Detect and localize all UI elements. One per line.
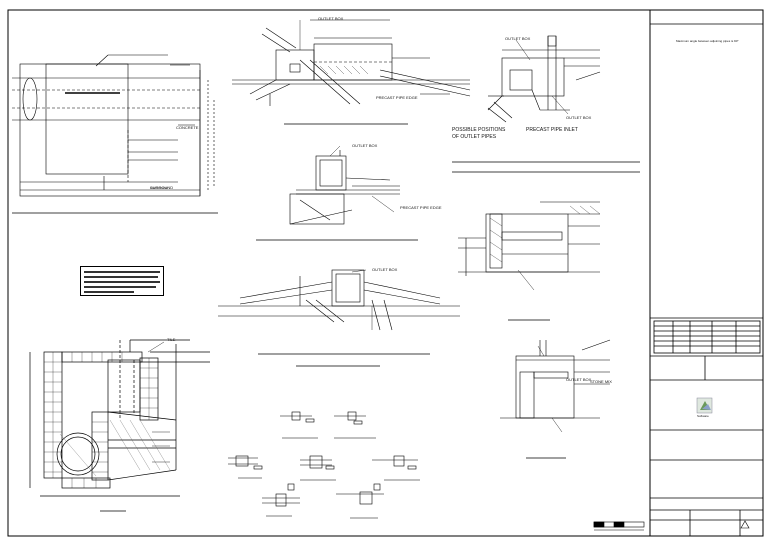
detail-2 bbox=[334, 411, 376, 439]
label-precast-pipe-edge: PRECAST PIPE EDGE bbox=[400, 205, 442, 210]
leader-lines bbox=[147, 20, 569, 463]
outlet-details bbox=[228, 411, 420, 519]
spec-lines bbox=[452, 161, 640, 173]
detail-5 bbox=[372, 455, 420, 481]
label-outlet-box: OUTLET BOX bbox=[566, 115, 592, 120]
detail-1 bbox=[280, 411, 318, 439]
label-concrete: CONCRETE bbox=[176, 125, 199, 130]
detail-4 bbox=[300, 455, 336, 481]
note-line bbox=[84, 281, 160, 283]
note-line bbox=[84, 271, 160, 273]
logo-caption: Software bbox=[697, 414, 709, 418]
note-line bbox=[84, 286, 156, 288]
detail-3 bbox=[228, 455, 263, 479]
label-outlet-box: OUTLET BOX bbox=[505, 36, 531, 41]
section-top-hatch bbox=[319, 65, 369, 75]
cross-section-pipe bbox=[29, 339, 210, 497]
label-precast-pipe-edge: PRECAST PIPE EDGE bbox=[376, 95, 418, 100]
label-outlet-box: OUTLET BOX bbox=[566, 377, 592, 382]
revision-triangle-icon bbox=[740, 520, 750, 529]
section-lower-right bbox=[500, 339, 611, 419]
label-tile: TILE bbox=[167, 337, 176, 342]
stone-mix-hatch bbox=[59, 419, 171, 477]
scale-bar bbox=[593, 521, 645, 531]
note-line bbox=[84, 276, 158, 278]
note-line bbox=[84, 291, 134, 293]
software-logo bbox=[696, 397, 713, 414]
label-outlet-box: OUTLET BOX bbox=[372, 267, 398, 272]
label-stone-mix: STONE MIX bbox=[590, 379, 612, 384]
sheet-border bbox=[7, 9, 764, 537]
section-right-hatch bbox=[489, 205, 601, 263]
precast-pipe-inlet-view bbox=[487, 35, 601, 123]
brickwork-hatch bbox=[44, 352, 158, 488]
title-block-note: Maximum angle between adjoining pipes is… bbox=[676, 39, 739, 43]
plan-view-pipe bbox=[12, 54, 215, 197]
section-right bbox=[458, 201, 600, 276]
label-outlet-box: OUTLET BOX bbox=[352, 143, 378, 148]
detail-6 bbox=[262, 483, 300, 517]
label-outlet-box: OUTLET BOX bbox=[318, 16, 344, 21]
section-central bbox=[218, 269, 460, 331]
detail-7 bbox=[336, 483, 384, 519]
title-block bbox=[650, 23, 763, 536]
section-middle bbox=[289, 150, 400, 225]
general-notes-box bbox=[80, 266, 164, 296]
label-surround: SURROUND bbox=[150, 185, 174, 190]
label-of-outlet-pipes: OF OUTLET PIPES bbox=[452, 134, 497, 140]
label-possible-positions: POSSIBLE POSITIONS bbox=[452, 127, 506, 133]
section-outlet-top bbox=[232, 19, 471, 106]
label-precast-pipe-inlet: PRECAST PIPE INLET bbox=[526, 127, 578, 133]
